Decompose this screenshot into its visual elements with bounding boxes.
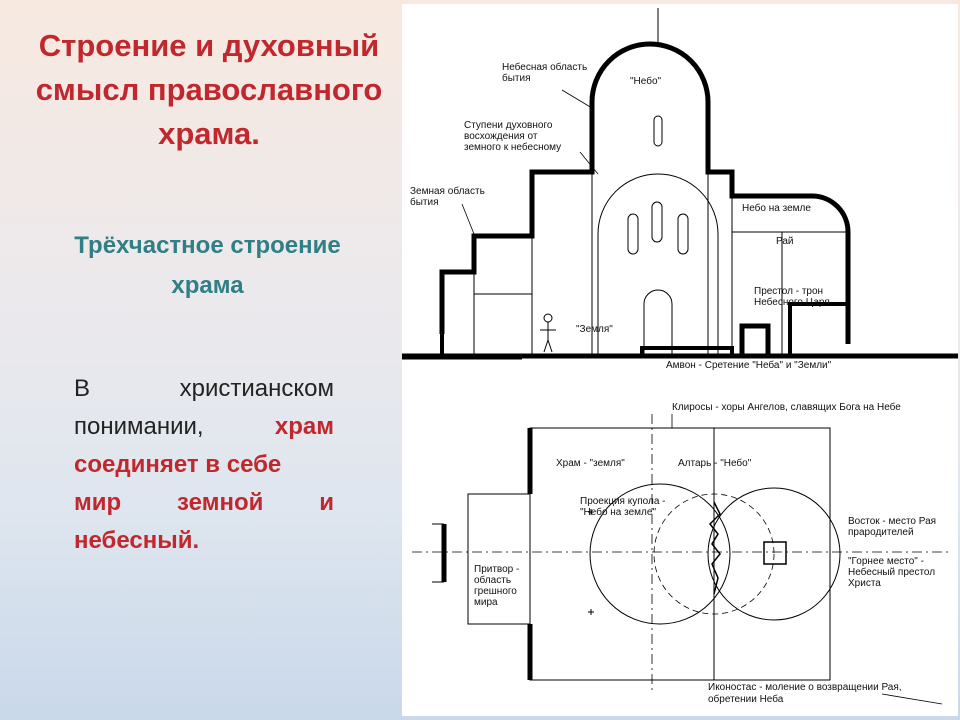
label-narthex: область <box>474 574 511 586</box>
label-heaven-area: Небесная область <box>502 61 587 73</box>
slide-subtitle: Трёхчастное строение храма <box>74 232 341 299</box>
label-earth-area: Земная область <box>410 185 485 197</box>
label-iconostasis: Иконостас - моление о возвращении Рая, <box>708 682 902 693</box>
label-ambo: Амвон - Сретение "Неба" и "Земли" <box>666 359 832 371</box>
para-highlight: земной <box>177 489 264 516</box>
label-dome-projection: Проекция купола - <box>580 496 666 507</box>
label-temple: Храм - "земля" <box>556 458 625 469</box>
label-narthex: Притвор - <box>474 564 519 575</box>
label-heaven-area: бытия <box>502 72 531 84</box>
church-diagram: Небесная область бытия "Небо" Ступени ду… <box>402 8 958 705</box>
label-throne: Небесного Царя <box>754 296 830 308</box>
para-word: христианском <box>179 375 334 402</box>
para-highlight: мир <box>74 489 122 516</box>
label-high-place: Небесный престол <box>848 566 935 578</box>
label-dome-projection: "Небо на земле" <box>580 506 656 518</box>
body-paragraph: В христианском понимании, храм соединяет… <box>74 370 334 560</box>
label-narthex: грешного <box>474 586 517 597</box>
label-kliros: Клиросы - хоры Ангелов, славящих Бога на… <box>672 401 901 413</box>
slide-title: Строение и духовный смысл православного … <box>35 28 383 151</box>
para-highlight: небесный. <box>74 527 200 554</box>
label-earth-area: бытия <box>410 196 439 208</box>
label-altar: Алтарь - "Небо" <box>678 457 752 469</box>
label-east: Восток - место Рая <box>848 516 936 527</box>
label-high-place: Христа <box>848 578 881 589</box>
label-heaven-on-earth: Небо на земле <box>742 202 811 214</box>
label-zemlya: "Земля" <box>576 324 613 335</box>
para-highlight: храм <box>274 413 334 440</box>
para-highlight: соединяет в себе <box>74 451 282 478</box>
label-narthex: мира <box>474 597 498 608</box>
diagram-panel: Небесная область бытия "Небо" Ступени ду… <box>402 4 958 716</box>
label-iconostasis: обретении Неба <box>708 693 784 705</box>
label-paradise: Рай <box>776 236 794 247</box>
section-drawing <box>402 8 958 360</box>
label-throne: Престол - трон <box>754 286 823 297</box>
label-steps: Ступени духовного <box>464 120 553 131</box>
label-steps: восхождения от <box>464 131 538 142</box>
plan-drawing <box>412 414 952 705</box>
label-nebo: "Небо" <box>630 75 662 87</box>
para-highlight: и <box>319 489 334 516</box>
para-word: понимании, <box>74 413 204 440</box>
label-east: прародителей <box>848 527 914 538</box>
para-word: В <box>74 375 91 402</box>
label-high-place: "Горнее место" - <box>848 556 924 567</box>
label-steps: земного к небесному <box>464 141 561 153</box>
